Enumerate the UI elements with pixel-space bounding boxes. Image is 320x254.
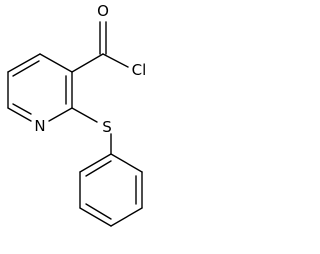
bond-c6-n1	[7, 107, 32, 122]
bond-c4-c5	[7, 53, 41, 73]
bond-c3-c4	[39, 53, 73, 73]
bond-ph4-ph5	[79, 207, 112, 227]
thioether-link	[71, 107, 112, 155]
atom-labels: O Cl N S	[34, 2, 146, 136]
atom-label-chlorine: Cl	[132, 61, 147, 79]
acyl-chloride-group	[71, 21, 129, 73]
bond-carbonyl-cl	[102, 53, 129, 68]
atom-label-sulfur: S	[102, 118, 112, 136]
structure-diagram: O Cl N S	[7, 2, 146, 227]
pyridine-ring	[7, 53, 73, 122]
atom-label-nitrogen: N	[34, 117, 45, 135]
bond-c2-s	[71, 107, 98, 123]
bond-c4-c5-inner	[12, 60, 40, 77]
bond-c3-carbonyl	[71, 53, 104, 73]
bond-ph6-ph1	[79, 153, 112, 173]
phenyl-ring	[79, 153, 143, 227]
bond-ph1-ph2	[110, 153, 143, 173]
bond-ph3-ph4	[110, 207, 143, 227]
bond-ph4-ph5-inner	[85, 203, 112, 220]
atom-label-oxygen: O	[97, 2, 109, 20]
bond-n1-c2	[48, 107, 73, 122]
bond-c6-n1-inner	[12, 103, 32, 115]
bond-ph6-ph1-inner	[85, 160, 112, 177]
